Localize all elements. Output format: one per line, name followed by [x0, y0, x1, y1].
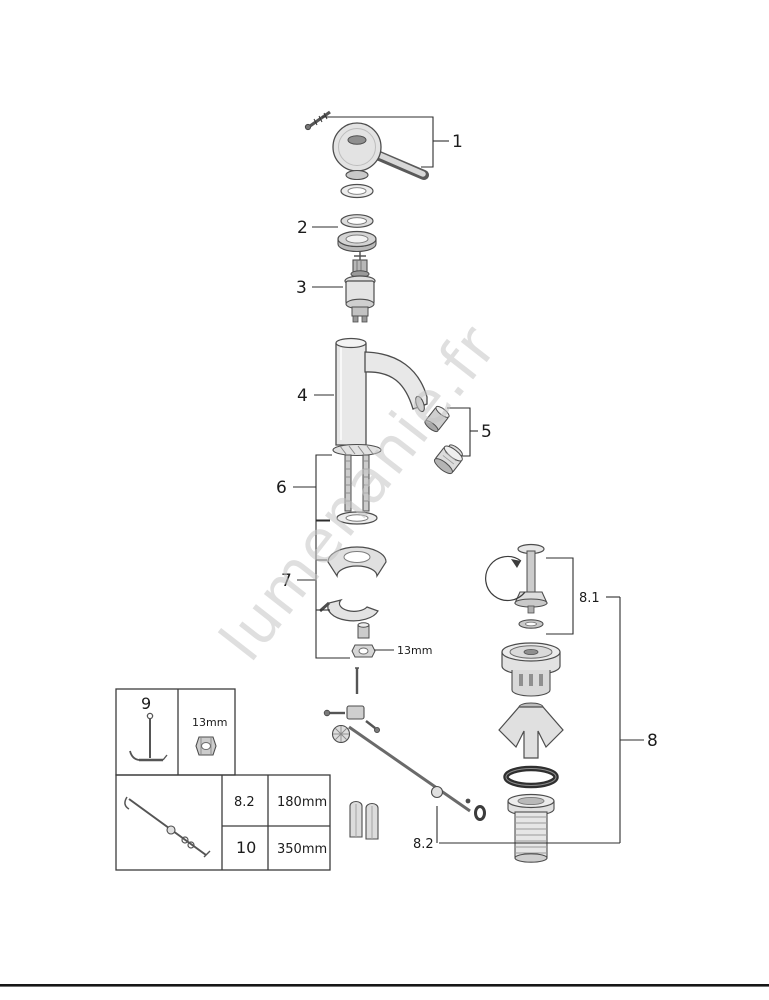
aerator-parts [424, 405, 463, 475]
lever-handle [332, 122, 429, 181]
table-row-1-length: 180mm [277, 795, 327, 810]
callout-3-label: 3 [296, 278, 307, 298]
cartridge [344, 251, 376, 323]
table-row-1-part: 8.2 [234, 795, 255, 810]
box-9-size-label: 13mm [192, 716, 227, 729]
spacer-sleeves [349, 800, 379, 840]
escutcheon-rings [337, 214, 377, 253]
table-row-2-part: 10 [236, 838, 256, 857]
faucet-body [335, 337, 428, 446]
lift-rod-pin [355, 667, 359, 694]
lift-rod-icon [124, 796, 211, 858]
callout-8-label: 8 [647, 731, 658, 751]
popup-linkage [323, 705, 471, 813]
handle-cap-ring [340, 183, 374, 199]
service-tool-icon [129, 712, 168, 762]
callout-8-1-label: 8.1 [579, 591, 600, 606]
table-row-2-length: 350mm [277, 842, 327, 857]
handle-screw-icon [304, 110, 331, 131]
callout-5-label: 5 [481, 422, 492, 442]
box-9: 9 13mm [115, 688, 236, 776]
nut-size-label: 13mm [397, 644, 432, 657]
callout-7-label: 7 [281, 571, 292, 591]
length-table: 8.2 180mm 10 350mm [115, 774, 331, 871]
box-9-number: 9 [141, 694, 151, 713]
callout-6-label: 6 [276, 478, 287, 498]
callout-8-2-label: 8.2 [413, 837, 434, 852]
callout-lines [293, 116, 644, 844]
callout-4-label: 4 [297, 386, 308, 406]
popup-drain-assembly [465, 543, 564, 863]
footer-rule [0, 984, 769, 987]
nut-icon [195, 736, 217, 756]
mounting-studs [332, 443, 382, 525]
callout-1-label: 1 [452, 132, 463, 152]
callout-2-label: 2 [297, 218, 308, 238]
